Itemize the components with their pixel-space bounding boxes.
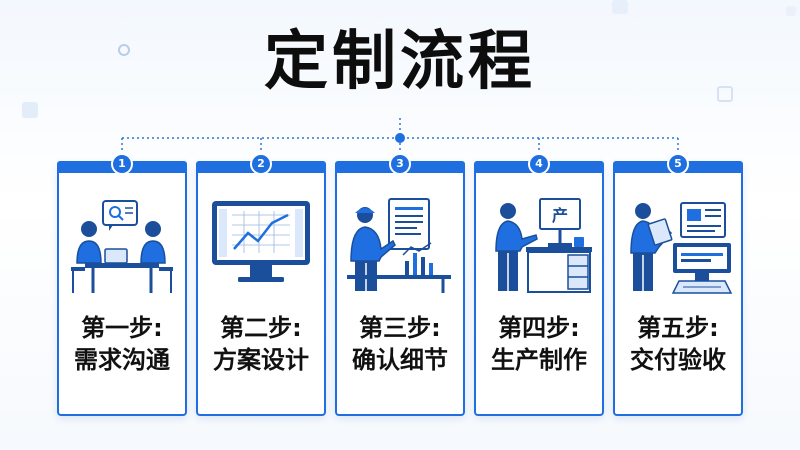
step-card-5: 5 第五步: 交付验收 xyxy=(613,153,743,416)
step-label: 第五步: xyxy=(637,314,719,342)
step-label: 第二步: xyxy=(220,314,302,342)
review-document-icon xyxy=(347,198,451,293)
step-label: 第一步: xyxy=(81,314,163,342)
decor-ring xyxy=(118,44,130,56)
step-name: 交付验收 xyxy=(630,346,726,374)
step-name: 确认细节 xyxy=(352,346,448,374)
monitor-chart-icon xyxy=(212,201,310,282)
step-label: 第三步: xyxy=(359,314,441,342)
decor-square xyxy=(612,0,628,14)
meeting-icon xyxy=(71,200,173,293)
decor-square xyxy=(717,86,733,102)
step-label: 第四步: xyxy=(498,314,580,342)
step-number: 2 xyxy=(250,153,272,175)
connector-node xyxy=(395,133,405,143)
step-number: 1 xyxy=(111,153,133,175)
step-card-2: 2 第二步: 方案设计 xyxy=(196,153,326,416)
production-sign-text: 产 xyxy=(552,206,568,225)
step-name: 生产制作 xyxy=(491,346,587,374)
step-number: 4 xyxy=(528,153,550,175)
production-icon: 产 xyxy=(495,198,592,293)
decor-square xyxy=(786,6,796,16)
flow-connector xyxy=(121,118,679,152)
decor-square xyxy=(22,102,38,118)
step-number: 5 xyxy=(667,153,689,175)
page-title: 定制流程 xyxy=(264,25,536,99)
step-card-3: 3 第三步: 确认细节 xyxy=(335,153,465,416)
step-card-4: 4 产 第四步: 生产制作 xyxy=(474,153,604,416)
step-number: 3 xyxy=(389,153,411,175)
step-name: 需求沟通 xyxy=(74,346,170,374)
delivery-icon xyxy=(630,202,733,294)
step-card-1: 1 第一步: 需求沟通 xyxy=(57,153,187,416)
step-name: 方案设计 xyxy=(213,346,309,374)
